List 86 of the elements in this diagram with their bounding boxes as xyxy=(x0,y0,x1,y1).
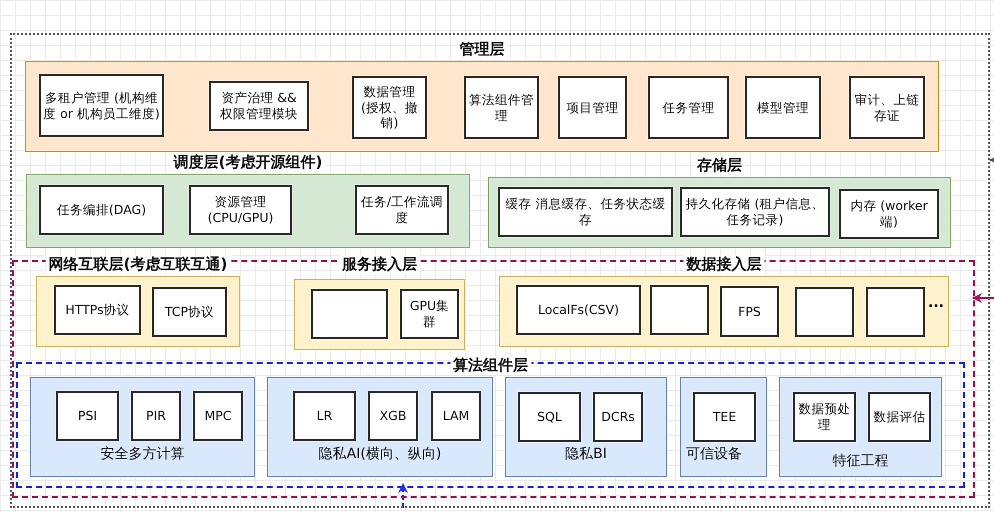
module-label: 算法组件管理 xyxy=(468,92,535,124)
module-label: 资产治理 && 权限管理模块 xyxy=(219,90,299,122)
module-label: SQL xyxy=(536,409,563,425)
arrow xyxy=(989,155,994,165)
module-box xyxy=(516,285,641,335)
module-box xyxy=(400,289,459,339)
module-label: 内存 (worker端) xyxy=(849,198,929,230)
module-box xyxy=(311,289,388,339)
layer-title: 网络互联层(考虑互联互通) xyxy=(46,255,230,274)
layer-title: 算法组件层 xyxy=(450,356,531,375)
module-box xyxy=(795,287,854,337)
group-panel xyxy=(505,377,667,477)
module-label: 多租户管理 (机构维度 or 机构员工维度) xyxy=(42,90,161,122)
module-box xyxy=(680,187,830,237)
module-box xyxy=(189,185,292,235)
module-box xyxy=(355,185,449,235)
module-box xyxy=(39,74,164,137)
group-panel xyxy=(30,377,255,477)
module-label: 任务/工作流调度 xyxy=(360,194,444,226)
layer-title: 存储层 xyxy=(694,156,745,175)
group-label: 可信设备 xyxy=(686,446,743,464)
module-box xyxy=(498,187,673,237)
module-box xyxy=(193,391,243,441)
module-label: LAM xyxy=(442,408,470,424)
module-box xyxy=(39,185,164,235)
module-box xyxy=(558,76,627,139)
layer-title: 服务接入层 xyxy=(339,255,420,274)
module-label: 数据评估 xyxy=(872,409,926,425)
module-label: XGB xyxy=(378,408,408,424)
module-label: GPU集群 xyxy=(408,298,450,330)
module-box xyxy=(593,392,643,442)
module-label: 任务管理 xyxy=(662,100,716,116)
module-box xyxy=(793,392,856,442)
module-box xyxy=(209,81,309,131)
module-label: 数据预处理 xyxy=(798,401,852,433)
module-label: LocalFs(CSV) xyxy=(536,302,620,318)
ellipsis-text: ... xyxy=(928,295,944,311)
module-box xyxy=(368,391,418,441)
group-label: 隐私BI xyxy=(564,446,608,464)
module-box xyxy=(431,391,481,441)
layer-title: 调度层(考虑开源组件) xyxy=(170,153,326,172)
group-panel xyxy=(267,377,493,477)
module-label: 任务编排(DAG) xyxy=(56,202,148,218)
module-box xyxy=(152,287,227,337)
module-label: 项目管理 xyxy=(566,100,620,116)
module-label: PIR xyxy=(145,408,167,424)
module-label: 审计、上链存证 xyxy=(854,92,920,124)
module-label: TCP协议 xyxy=(164,304,216,320)
module-box xyxy=(56,391,119,441)
module-label: DCRs xyxy=(600,409,636,425)
group-panel xyxy=(779,377,942,477)
arrow xyxy=(398,483,408,508)
module-box xyxy=(54,285,141,335)
module-label: 缓存 消息缓存、任务状态缓存 xyxy=(504,196,666,228)
group-label: 隐私AI(横向、纵向) xyxy=(318,446,442,464)
module-box xyxy=(464,76,539,139)
module-label: TEE xyxy=(712,409,738,425)
module-box xyxy=(849,76,925,139)
group-panel xyxy=(680,377,767,477)
module-label: PSI xyxy=(76,408,98,424)
module-box xyxy=(745,76,821,139)
module-label: LR xyxy=(316,408,334,424)
module-label: 资源管理 (CPU/GPU) xyxy=(206,194,274,226)
group-label: 安全多方计算 xyxy=(100,446,186,464)
layer-title: 数据接入层 xyxy=(684,255,764,274)
module-box xyxy=(131,391,181,441)
module-box xyxy=(650,285,709,335)
module-box xyxy=(720,286,779,337)
module-label: 模型管理 xyxy=(756,100,810,116)
outer-frame xyxy=(10,33,990,508)
module-label: MPC xyxy=(203,408,233,424)
module-box xyxy=(839,189,939,239)
module-label: HTTPs协议 xyxy=(64,302,131,318)
arrow xyxy=(972,293,994,303)
module-label: 持久化存储 (租户信息、任务记录) xyxy=(684,196,826,228)
group-label: 特征工程 xyxy=(832,453,890,470)
module-label: 数据管理 (授权、撤销) xyxy=(360,84,419,131)
module-box xyxy=(868,392,931,442)
module-box xyxy=(293,391,356,441)
module-box xyxy=(866,287,925,337)
module-box xyxy=(648,76,729,139)
layer-title: 管理层 xyxy=(456,40,508,59)
module-box xyxy=(518,392,581,442)
module-label: FPS xyxy=(737,304,762,320)
module-box xyxy=(693,392,756,442)
module-box xyxy=(352,76,427,139)
